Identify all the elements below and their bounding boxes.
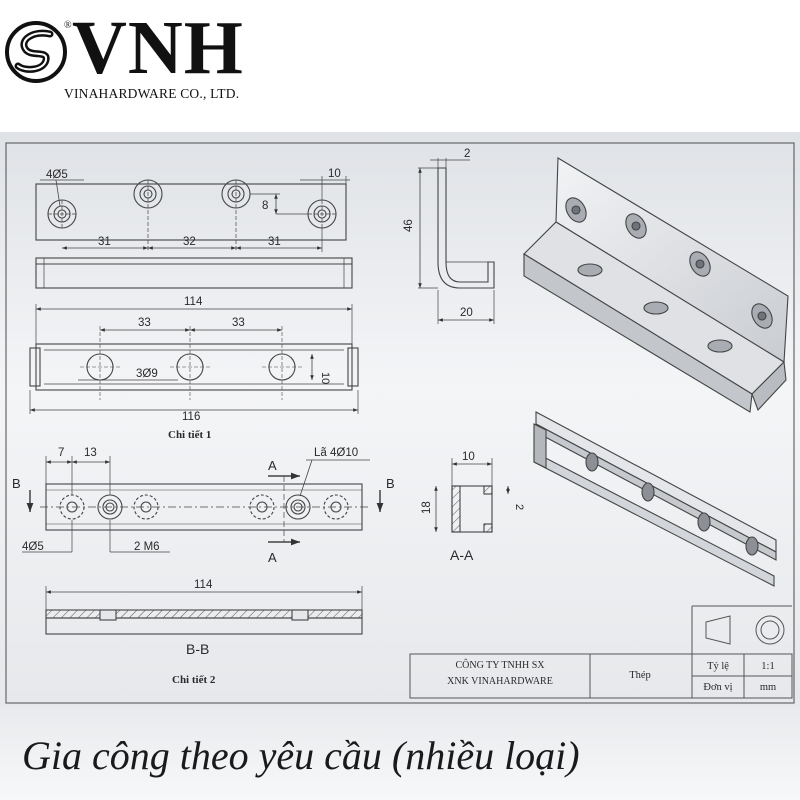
section-marker-b-right: B — [386, 476, 395, 491]
detail1-top-view — [35, 176, 350, 252]
dim-countersink: Lã 4Ø10 — [314, 447, 358, 459]
title-scale-label: Tỷ lệ — [707, 661, 729, 672]
isometric-channel — [533, 411, 777, 587]
dim-holes-4x5-detail2: 4Ø5 — [22, 541, 44, 553]
dim-threads: 2 M6 — [134, 541, 160, 553]
footer: Gia công theo yêu cầu (nhiều loại) — [0, 706, 800, 800]
dim-20: 20 — [460, 307, 473, 319]
title-unit-label: Đơn vị — [703, 682, 732, 693]
dim-31-left: 31 — [98, 236, 111, 248]
slot-holes — [59, 494, 349, 520]
dim-aa-18: 18 — [421, 501, 433, 514]
side-profile — [418, 158, 495, 324]
dim-31-right: 31 — [268, 236, 281, 248]
dim-13: 13 — [84, 447, 97, 459]
drawing-canvas: 4Ø5 10 8 31 32 31 — [5, 142, 795, 704]
dim-46: 46 — [403, 219, 415, 232]
detail1-front-view — [29, 304, 359, 414]
company-name: VINAHARDWARE CO., LTD. — [64, 86, 240, 101]
dim-aa-10: 10 — [462, 451, 475, 463]
dim-114-bb: 114 — [194, 579, 213, 591]
section-label-bb: B-B — [186, 641, 209, 657]
dim-10: 10 — [328, 168, 341, 180]
dim-33-right: 33 — [232, 317, 245, 329]
caption-detail-2: Chi tiết 2 — [172, 674, 216, 686]
title-company-line-1: CÔNG TY TNHH SX — [456, 659, 546, 671]
section-b-b — [45, 586, 363, 635]
caption-detail-1: Chi tiết 1 — [168, 429, 211, 441]
dim-aa-2: 2 — [513, 504, 525, 510]
dim-114-top: 114 — [184, 296, 203, 308]
section-a-a — [434, 458, 510, 533]
section-marker-a-bottom: A — [268, 550, 277, 565]
technical-drawing: 4Ø5 10 8 31 32 31 — [0, 132, 800, 706]
title-material: Thép — [629, 670, 651, 681]
title-unit-value: mm — [760, 682, 776, 693]
section-marker-a-top: A — [268, 458, 277, 473]
brand-name: VNH — [72, 6, 244, 90]
dim-116: 116 — [182, 411, 200, 423]
dim-holes-3x9: 3Ø9 — [136, 368, 158, 380]
dim-thickness-2: 2 — [464, 148, 470, 160]
detail1-lip — [35, 257, 353, 289]
title-company-line-2: XNK VINAHARDWARE — [447, 676, 553, 687]
vnh-swirl-logo-icon — [5, 21, 67, 83]
dim-8: 8 — [262, 200, 268, 212]
section-label-aa: A-A — [450, 547, 474, 563]
dim-7: 7 — [58, 447, 64, 459]
dim-32: 32 — [183, 236, 196, 248]
footer-caption: Gia công theo yêu cầu (nhiều loại) — [22, 733, 580, 778]
title-block — [409, 605, 793, 699]
header: ® VNH VINAHARDWARE CO., LTD. — [0, 0, 800, 132]
isometric-bracket — [523, 157, 789, 413]
dim-33-left: 33 — [138, 317, 151, 329]
dim-holes-4x5: 4Ø5 — [46, 169, 68, 181]
dim-10-height: 10 — [319, 372, 331, 384]
registered-mark: ® — [64, 20, 72, 31]
title-scale-value: 1:1 — [761, 661, 774, 672]
section-marker-b-left: B — [12, 476, 21, 491]
detail2-plan — [22, 456, 384, 553]
